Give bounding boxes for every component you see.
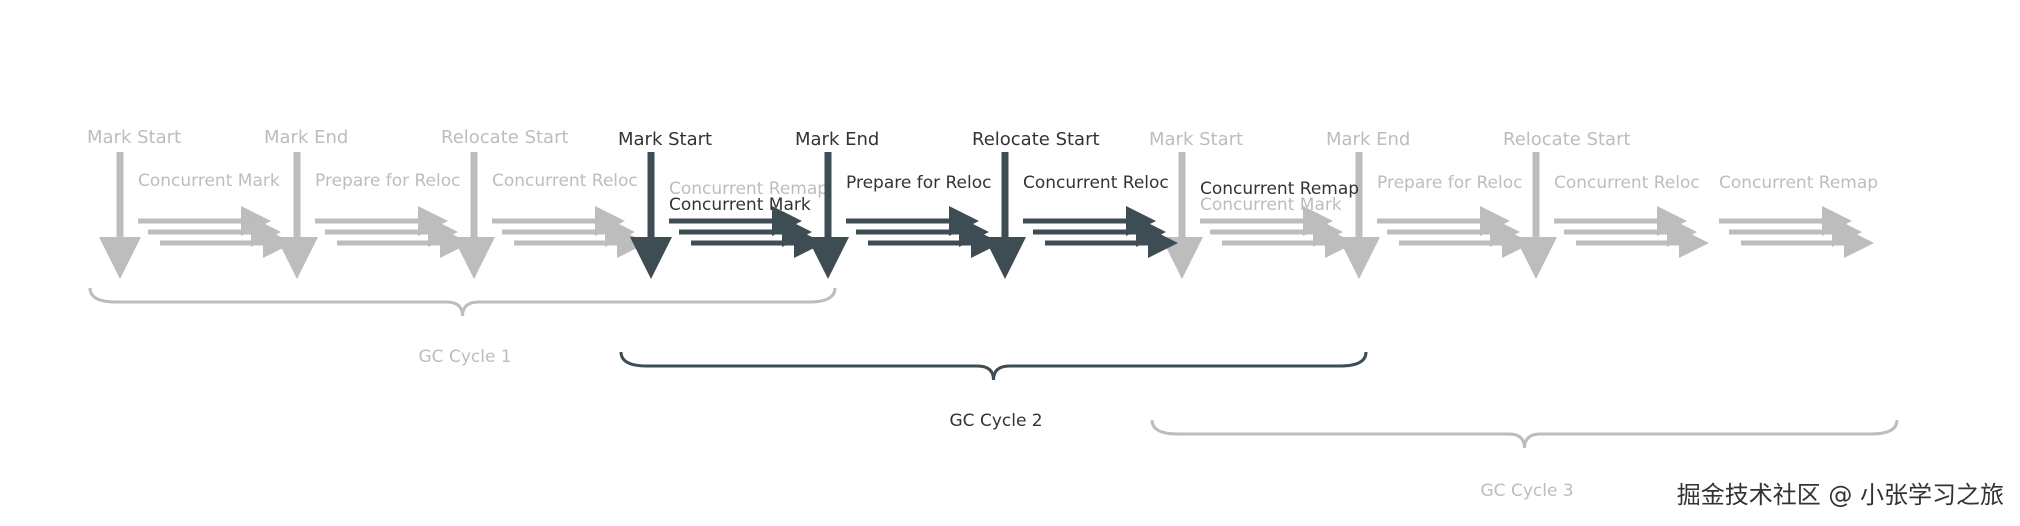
watermark: 掘金技术社区 @ 小张学习之旅 [1676,481,2004,509]
cycle-brace-1 [88,287,837,317]
activity-top-label-3-1: Concurrent Remap [1200,179,1359,199]
cycle-brace-2 [619,351,1368,381]
event-label-1-2: Mark End [264,127,348,148]
event-label-2-3: Relocate Start [972,129,1100,150]
activity-label-3-4: Concurrent Remap [1719,173,1878,193]
top-layer: Concurrent Remap [1200,179,1359,199]
activity-label-3-3: Concurrent Reloc [1554,173,1700,193]
activity-label-3-2: Prepare for Reloc [1377,173,1522,193]
activity-top-label-2-1: Concurrent Remap [669,179,828,199]
activity-label-2-2: Prepare for Reloc [846,173,991,193]
event-label-1-3: Relocate Start [441,127,569,148]
activity-label-1-1: Concurrent Mark [138,171,280,191]
activity-label-1-3: Concurrent Reloc [492,171,638,191]
activity-label-1-2: Prepare for Reloc [315,171,460,191]
event-label-3-3: Relocate Start [1503,129,1631,150]
cycle-brace-3 [1150,419,1899,449]
cycle-label-3: GC Cycle 3 [1481,481,1574,501]
cycle-label-1: GC Cycle 1 [419,347,512,367]
cycle-label-2: GC Cycle 2 [950,411,1043,431]
activity-label-2-3: Concurrent Reloc [1023,173,1169,193]
event-label-3-1: Mark Start [1149,129,1243,150]
event-label-1-1: Mark Start [87,127,181,148]
activity-label-2-1: Concurrent Mark [669,195,811,215]
event-label-3-2: Mark End [1326,129,1410,150]
event-label-2-1: Mark Start [618,129,712,150]
event-label-2-2: Mark End [795,129,879,150]
